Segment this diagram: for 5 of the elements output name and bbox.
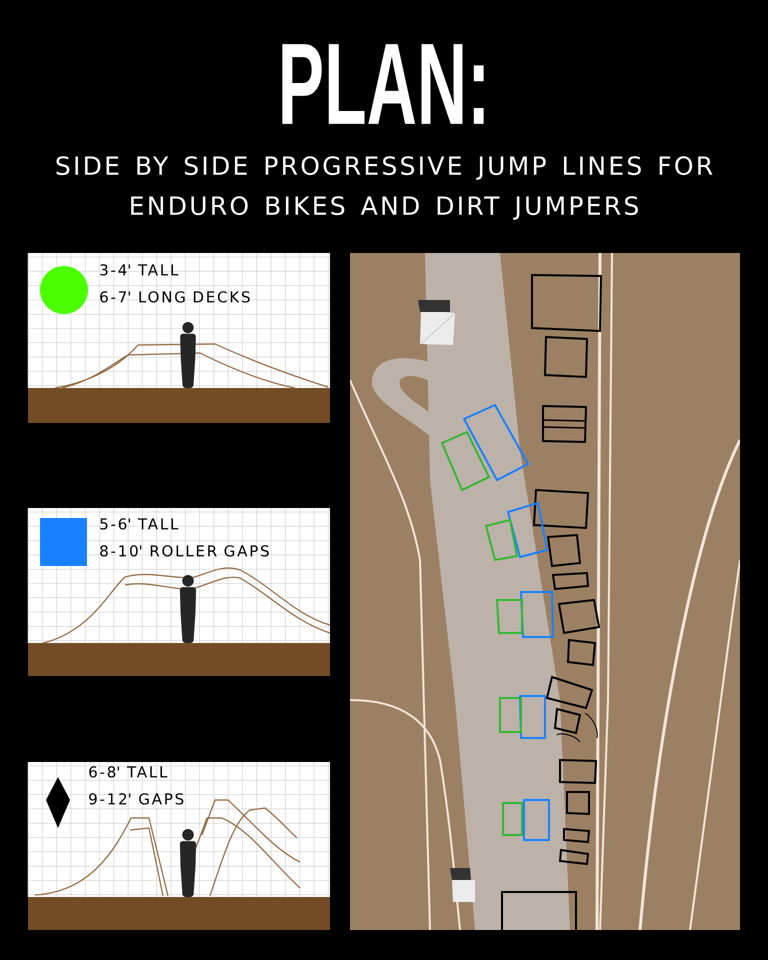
legend-text: 3-4' TALL 6-7' LONG DECKS	[100, 264, 250, 303]
subtitle: SIDE BY SIDE PROGRESSIVE JUMP LINES FOR ENDURO BIKES AND DIRT JUMPERS	[56, 156, 712, 220]
title: PLAN:	[282, 44, 484, 124]
legend-text: 6-8' TALL 9-12' GAPS	[89, 766, 184, 805]
legend-text: 5-6' TALL 8-10' ROLLER GAPS	[100, 518, 269, 557]
